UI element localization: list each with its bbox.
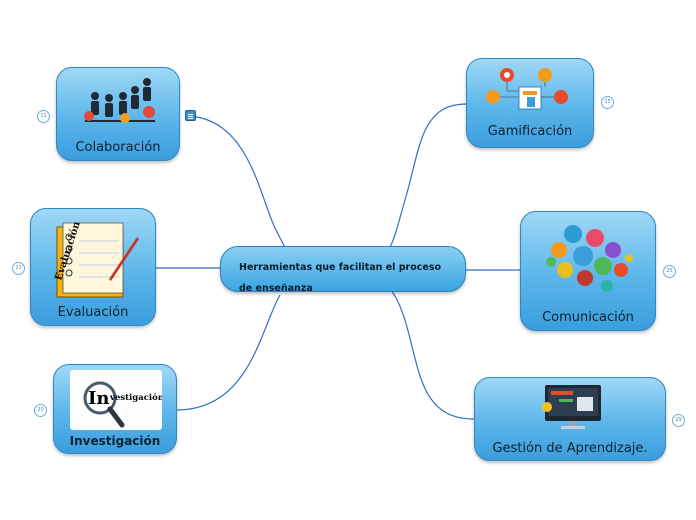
connector-colaboracion: [184, 115, 301, 263]
topic-evaluacion-badge[interactable]: 23: [12, 262, 25, 275]
magnifier-icon: In vestigación: [83, 381, 162, 428]
teamwork-icon: [84, 78, 155, 123]
notes-icon[interactable]: [185, 110, 196, 121]
monitor-icon: [542, 385, 601, 429]
investigation-image: In vestigación: [70, 370, 162, 430]
connector-gamificacion: [389, 103, 467, 248]
topic-evaluacion-label: Evaluación: [57, 305, 129, 320]
topic-gamificacion[interactable]: Gamificación: [466, 58, 594, 148]
topic-colaboracion[interactable]: Colaboración: [56, 67, 180, 161]
topic-colaboracion-label: Colaboración: [75, 140, 161, 155]
topic-comunicacion-label: Comunicación: [542, 310, 634, 325]
topic-comunicacion-badge[interactable]: 25: [663, 265, 676, 278]
topic-investigacion[interactable]: In vestigación Investigación: [53, 364, 177, 454]
topic-investigacion-badge[interactable]: 20: [34, 404, 47, 417]
investigation-small-text: vestigación: [109, 392, 162, 403]
investigation-big-text: In: [88, 388, 110, 409]
topic-comunicacion[interactable]: Comunicación: [520, 211, 656, 331]
topic-gamificacion-badge[interactable]: 15: [601, 96, 614, 109]
connector-investigacion: [175, 294, 281, 411]
topic-evaluacion[interactable]: Evaluación Evaluación: [30, 208, 156, 326]
connector-gestion: [391, 291, 475, 420]
topic-colaboracion-badge[interactable]: 11: [37, 110, 50, 123]
notebook-icon: Evaluación: [53, 220, 139, 298]
topic-gestion-label: Gestión de Aprendizaje.: [492, 441, 648, 456]
topic-investigacion-label: Investigación: [69, 434, 161, 448]
central-topic-title: Herramientas que facilitan el proceso de…: [239, 262, 442, 294]
communication-icon: [546, 225, 633, 292]
gamification-icon: [486, 68, 568, 110]
central-topic[interactable]: Herramientas que facilitan el proceso de…: [220, 246, 466, 294]
topic-gestion[interactable]: Gestión de Aprendizaje.: [474, 377, 666, 461]
topic-gamificacion-label: Gamificación: [487, 124, 573, 139]
topic-gestion-badge[interactable]: 29: [672, 414, 685, 427]
